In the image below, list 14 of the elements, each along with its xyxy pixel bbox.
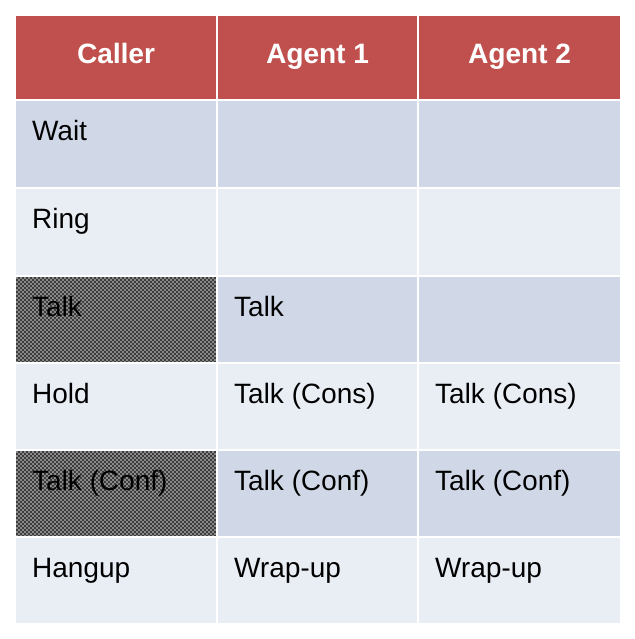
- column-header: Caller: [15, 15, 217, 100]
- table-cell: Hangup: [15, 537, 217, 624]
- table-cell: Talk (Conf): [418, 450, 621, 537]
- table-cell: Hold: [15, 363, 217, 450]
- table-cell: Ring: [15, 188, 217, 276]
- table-cell: Talk (Cons): [217, 363, 418, 450]
- table-cell: Talk: [217, 276, 418, 363]
- table-cell: Wrap-up: [217, 537, 418, 624]
- table-cell: Talk (Cons): [418, 363, 621, 450]
- table-cell: Wait: [15, 100, 217, 188]
- column-header: Agent 1: [217, 15, 418, 100]
- column-header: Agent 2: [418, 15, 621, 100]
- table-cell: Wrap-up: [418, 537, 621, 624]
- table-cell: Talk (Conf): [217, 450, 418, 537]
